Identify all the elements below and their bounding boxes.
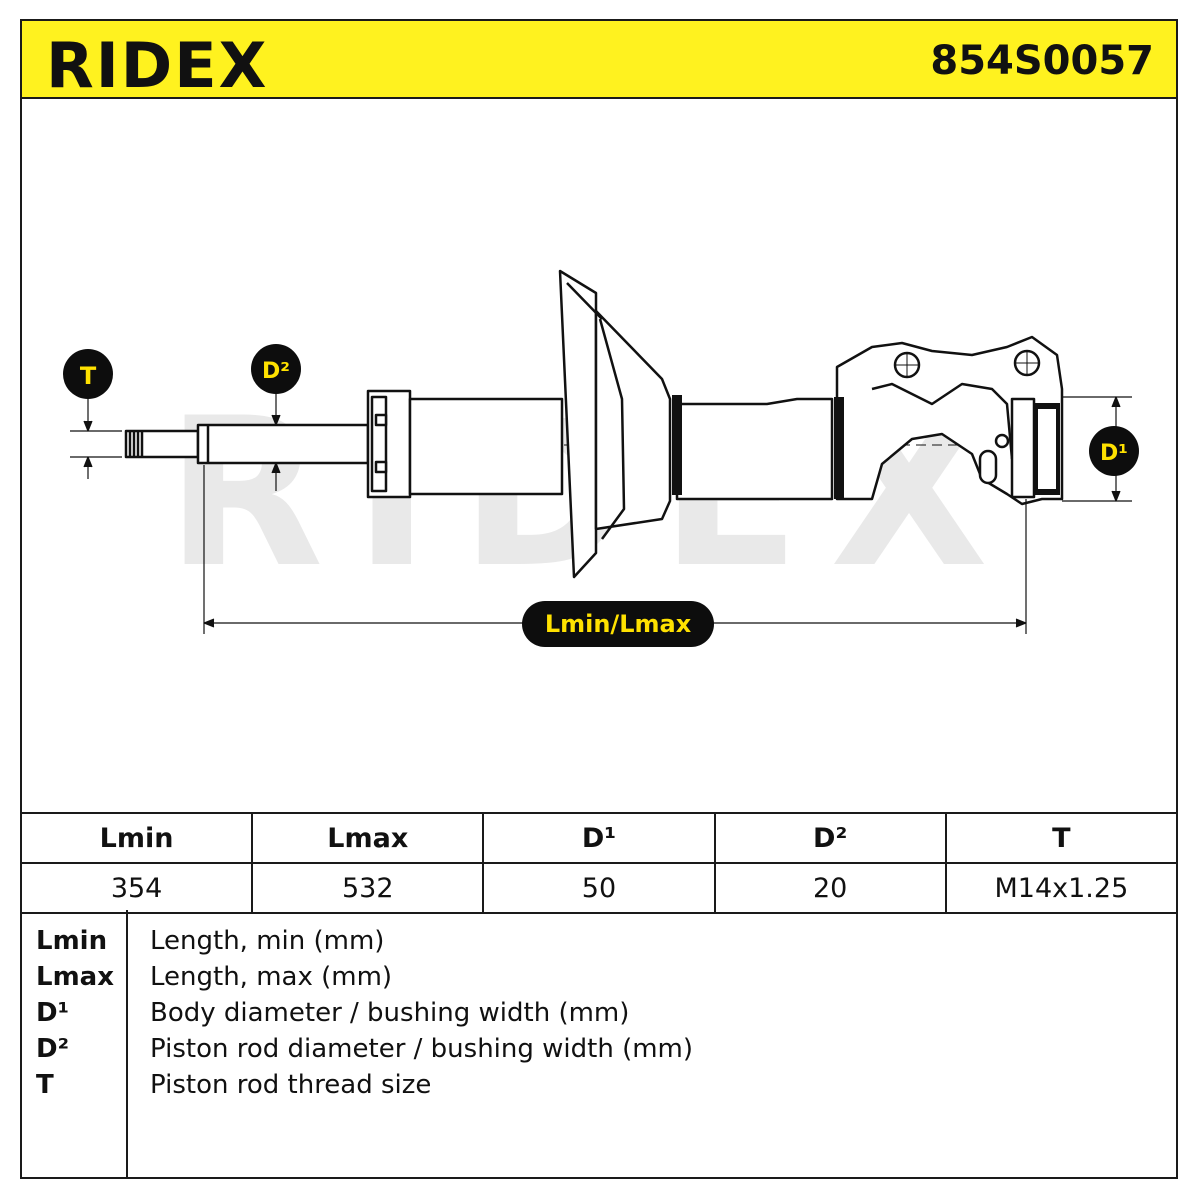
rod-collar: [366, 389, 412, 499]
piston-rod: [196, 423, 370, 465]
legend-desc: Length, max (mm): [150, 962, 393, 992]
specs-value-row: 354 532 50 20 M14x1.25: [19, 862, 1179, 914]
header-lmin: Lmin: [19, 812, 254, 864]
part-number: 854S0057: [930, 38, 1154, 84]
value-d2: 20: [713, 862, 947, 914]
badge-t: T: [63, 349, 113, 399]
legend-desc: Piston rod thread size: [150, 1070, 432, 1100]
badge-length-label: Lmin/Lmax: [545, 610, 692, 638]
legend-divider: [126, 910, 128, 1177]
header-bar: RIDEX 854S0057: [22, 21, 1176, 99]
spring-seat: [558, 269, 672, 579]
badge-length: Lmin/Lmax: [522, 601, 714, 647]
legend-key: Lmin: [36, 926, 108, 956]
legend: Lmin Length, min (mm) Lmax Length, max (…: [20, 910, 1178, 1179]
legend-key: T: [36, 1070, 54, 1100]
specs-table: Lmin Lmax D¹ D² T 354 532 50 20 M14x1.25: [19, 812, 1179, 914]
legend-key: Lmax: [36, 962, 114, 992]
thread-tip: [124, 429, 200, 459]
header-lmax: Lmax: [251, 812, 485, 864]
value-t: M14x1.25: [944, 862, 1179, 914]
rubber-ring: [672, 395, 682, 495]
value-lmax: 532: [251, 862, 485, 914]
legend-key: D²: [36, 1034, 69, 1064]
badge-t-label: T: [80, 362, 97, 390]
badge-d2-label: D²: [262, 359, 290, 384]
header-t: T: [944, 812, 1179, 864]
d2-dimension: [271, 389, 281, 491]
shock-absorber-drawing: RIDEX: [63, 269, 1139, 647]
badge-d1-label: D¹: [1100, 441, 1128, 466]
specs-header-row: Lmin Lmax D¹ D² T: [19, 812, 1179, 864]
legend-desc: Body diameter / bushing width (mm): [150, 998, 630, 1028]
badge-d1: D¹: [1089, 426, 1139, 476]
legend-desc: Length, min (mm): [150, 926, 385, 956]
badge-d2: D²: [251, 344, 301, 394]
header-d2: D²: [713, 812, 947, 864]
brand-logo: RIDEX: [46, 29, 269, 102]
header-d1: D¹: [482, 812, 716, 864]
legend-desc: Piston rod diameter / bushing width (mm): [150, 1034, 694, 1064]
value-lmin: 354: [19, 862, 254, 914]
value-d1: 50: [482, 862, 716, 914]
body-tube: [408, 397, 564, 496]
legend-key: D¹: [36, 998, 69, 1028]
t-dimension: [70, 395, 122, 479]
knuckle-bracket: [834, 335, 1064, 506]
